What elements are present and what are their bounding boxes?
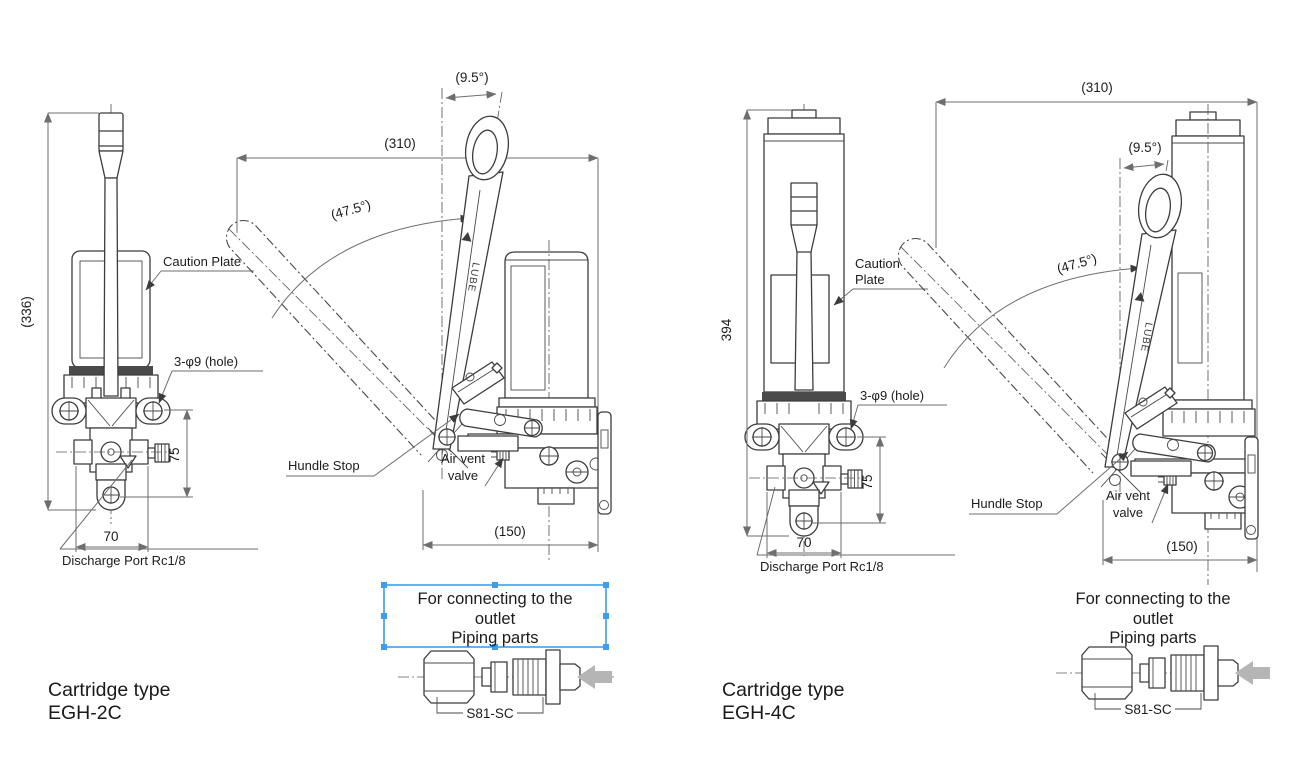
egh4c-side-view: (310) (9.5°) (47.5°) (897, 80, 1259, 585)
dim-310-label: (310) (1081, 80, 1113, 95)
caution-plate-label-2: Plate (855, 272, 885, 287)
handle-stop-label: Hundle Stop (288, 458, 360, 473)
holes-label: 3-φ9 (hole) (174, 354, 238, 369)
caution-plate-label-1: Caution (855, 256, 900, 271)
piping-note-line3: Piping parts (1109, 629, 1196, 647)
part-code-label: S81-SC (466, 706, 514, 721)
dim-70: 70 (103, 529, 118, 544)
piping-note-line1: For connecting to the (417, 590, 572, 608)
egh2c-caption-line2: EGH-2C (48, 702, 122, 724)
egh4c-front-view: 394 Caution Plate 3-φ9 (hole) 75 70 Disc… (719, 104, 955, 574)
angle-47-5-label: (47.5°) (329, 197, 372, 223)
angle-9-5-label: (9.5°) (1128, 140, 1161, 155)
piping-note-line2: outlet (1133, 610, 1174, 628)
selection-handle[interactable] (492, 582, 498, 588)
egh2c-side-view: (9.5°) (310) (47.5°) (225, 70, 612, 560)
dim-150-label: (150) (494, 524, 526, 539)
air-vent-label-1: Air vent (1106, 488, 1150, 503)
insert-direction-arrow (1235, 661, 1270, 685)
egh2c-front-view: (336) Caution Plate 3-φ9 (hole) 75 70 Di… (19, 104, 263, 568)
selection-handle[interactable] (381, 582, 387, 588)
caution-plate-label: Caution Plate (163, 254, 241, 269)
piping-note-line3: Piping parts (451, 629, 538, 647)
egh4c-caption-line2: EGH-4C (722, 702, 796, 724)
dim-75: 75 (860, 474, 875, 489)
selection-box[interactable] (381, 582, 609, 650)
air-vent-label-2: valve (448, 468, 478, 483)
selection-handle[interactable] (381, 613, 387, 619)
dim-70: 70 (796, 535, 811, 550)
handle-stop-label: Hundle Stop (971, 496, 1043, 511)
discharge-port-label: Discharge Port Rc1/8 (760, 559, 884, 574)
selection-handle[interactable] (381, 644, 387, 650)
dim-150-label: (150) (1166, 539, 1198, 554)
selection-handle[interactable] (603, 644, 609, 650)
discharge-port-label: Discharge Port Rc1/8 (62, 553, 186, 568)
insert-direction-arrow (577, 665, 612, 689)
handle-brand-mark: LUBE (465, 262, 481, 294)
piping-note-line2: outlet (475, 610, 516, 628)
holes-label: 3-φ9 (hole) (860, 388, 924, 403)
dim-75: 75 (167, 447, 182, 462)
piping-note-line1: For connecting to the (1075, 590, 1230, 608)
air-vent-label-1: Air vent (441, 451, 485, 466)
egh2c-caption-line1: Cartridge type (48, 679, 170, 701)
dim-310-label: (310) (384, 136, 416, 151)
handle-direction-arrow (461, 232, 472, 242)
angle-47-5-label: (47.5°) (1055, 251, 1098, 277)
handle-direction-arrow (1134, 292, 1145, 302)
selection-handle[interactable] (603, 582, 609, 588)
dim-336: (336) (19, 296, 34, 328)
handle-brand-mark: LUBE (1138, 322, 1154, 354)
egh2c-piping-parts: For connecting to the outlet Piping part… (381, 582, 614, 721)
air-vent-label-2: valve (1113, 505, 1143, 520)
selection-handle[interactable] (492, 644, 498, 650)
part-code-label: S81-SC (1124, 702, 1172, 717)
egh4c-caption-line1: Cartridge type (722, 679, 844, 701)
egh4c-piping-parts: For connecting to the outlet Piping part… (1056, 590, 1270, 717)
dim-394: 394 (719, 318, 734, 341)
angle-9-5-label: (9.5°) (455, 70, 488, 85)
selection-handle[interactable] (603, 613, 609, 619)
